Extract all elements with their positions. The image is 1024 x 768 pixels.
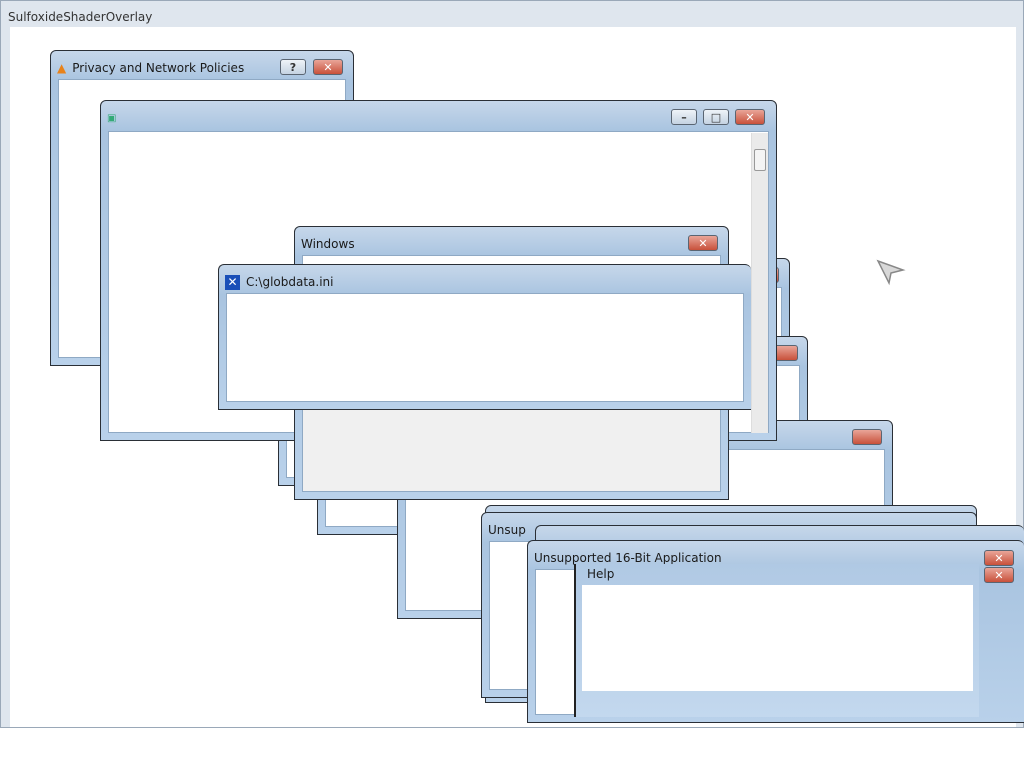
error-icon: ✕ [225,274,240,290]
scrollbar-thumb[interactable] [754,149,766,171]
close-button[interactable] [852,429,882,445]
globdata-window[interactable]: ✕ C:\globdata.ini [218,264,751,410]
vertical-scrollbar[interactable] [751,133,768,433]
window-title: Windows [301,237,355,251]
close-button[interactable]: ✕ [735,109,765,125]
window-content [535,569,575,715]
minimize-button[interactable]: – [671,109,697,125]
close-button[interactable]: ✕ [984,550,1014,566]
close-button[interactable]: ✕ [984,567,1014,583]
vlc-cone-icon: ▲ [57,61,67,75]
app-title: SulfoxideShaderOverlay [8,10,153,24]
mouse-cursor-icon [876,259,906,286]
close-button[interactable]: ✕ [313,59,343,75]
window-content [226,293,744,402]
window-title: Privacy and Network Policies [72,61,245,75]
help-button[interactable]: ? [280,59,306,75]
window-title: Unsup [488,523,526,537]
maximize-button[interactable]: □ [703,109,729,125]
close-button[interactable]: ✕ [688,235,718,251]
app-icon: ▣ [107,112,117,124]
window-title: C:\globdata.ini [246,275,334,289]
window-title: Help [587,567,615,581]
window-content [582,585,973,691]
window-title: Unsupported 16-Bit Application [534,551,722,565]
help-window[interactable]: Help ✕ [574,564,1014,717]
